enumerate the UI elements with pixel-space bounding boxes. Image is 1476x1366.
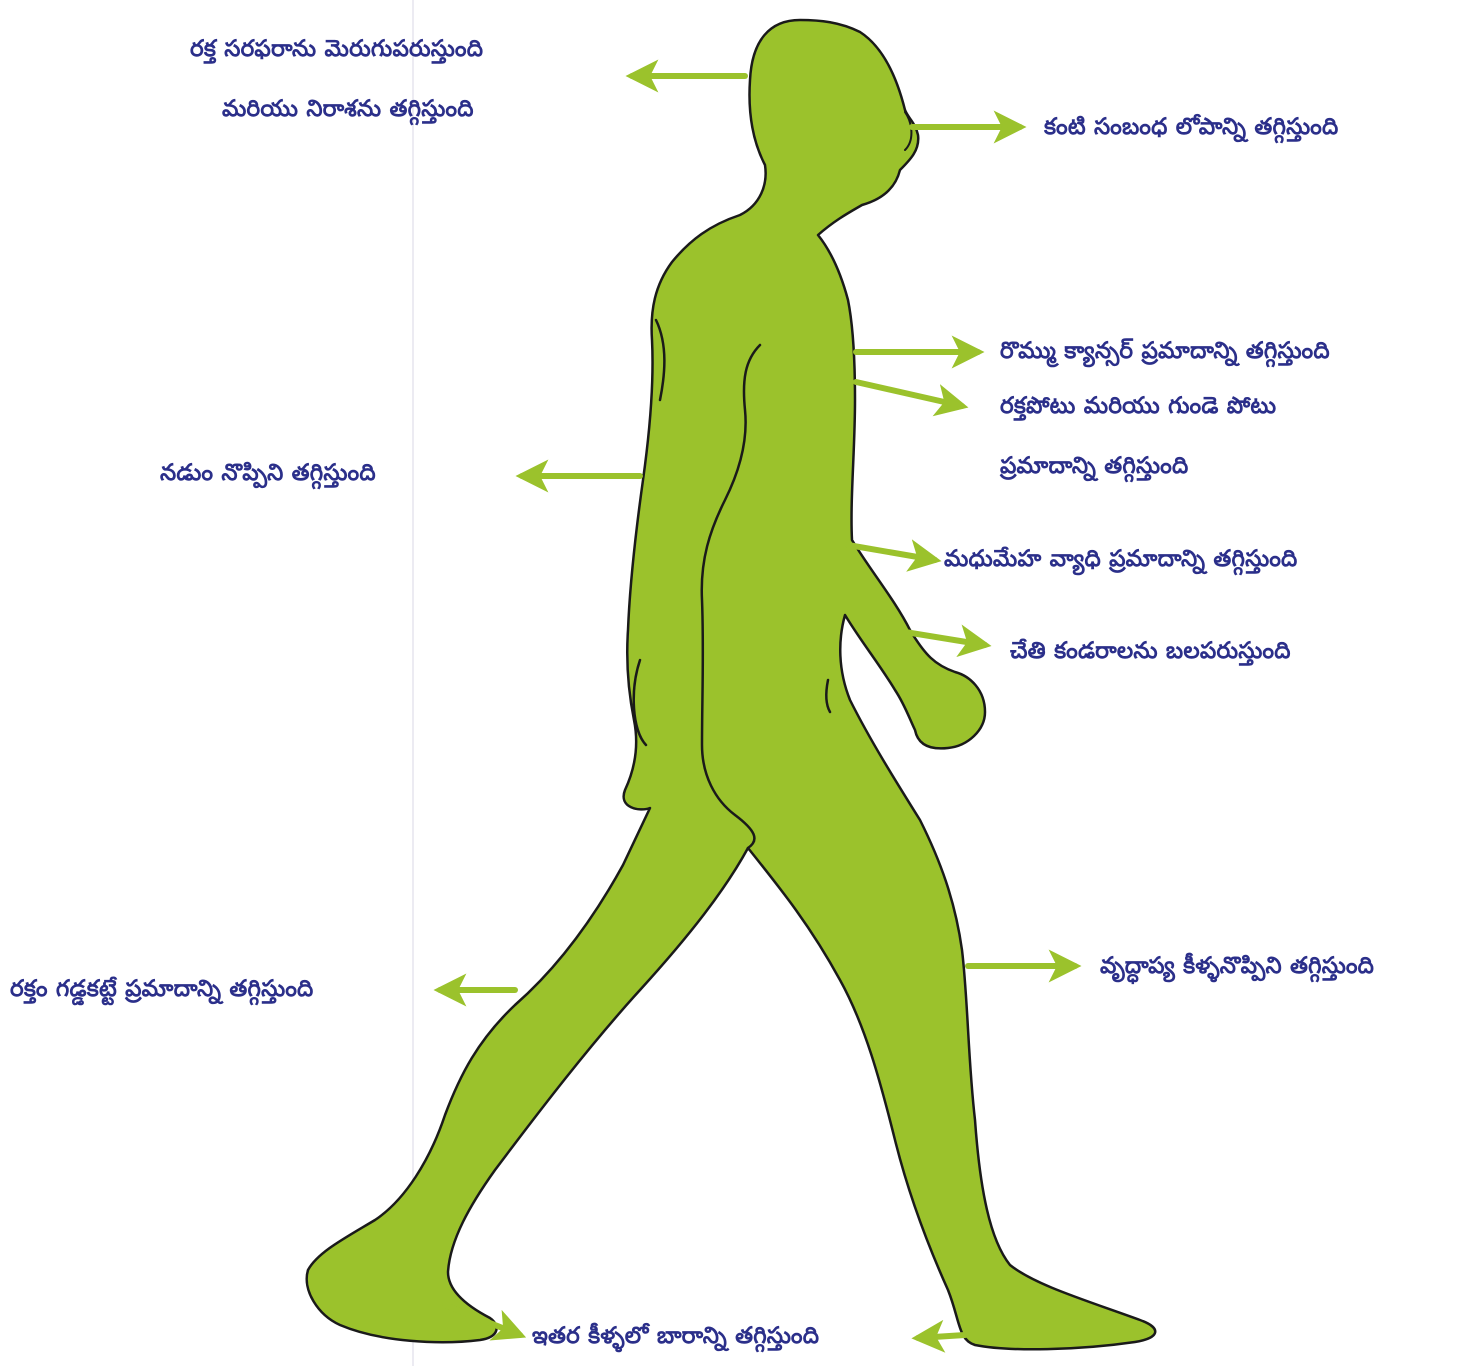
label-blood-clot: రక్తం గడ్డకట్టే ప్రమాదాన్ని తగ్గిస్తుంది xyxy=(10,978,314,1001)
label-arthritis: వృద్ధాప్య కీళ్ళనొప్పిని తగ్గిస్తుంది xyxy=(1100,955,1374,978)
label-hand-muscles: చేతి కండరాలను బలపరుస్తుంది xyxy=(1010,640,1291,663)
arrow-front-foot xyxy=(918,1335,965,1338)
label-blood-circulation-line1: రక్త సరఫరాను మెరుగుపరుస్తుంది xyxy=(190,38,483,61)
label-breast-cancer: రొమ్ము క్యాన్సర్ ప్రమాదాన్ని తగ్గిస్తుంద… xyxy=(1000,340,1330,363)
figure-body xyxy=(307,20,1155,1349)
label-back-pain: నడుం నొప్పిని తగ్గిస్తుంది xyxy=(160,462,376,485)
label-blood-circulation-line2: మరియు నిరాశను తగ్గిస్తుంది xyxy=(222,98,474,121)
label-heart-line2: ప్రమాదాన్ని తగ్గిస్తుంది xyxy=(1000,455,1188,478)
label-diabetes: మధుమేహ వ్యాధి ప్రమాదాన్ని తగ్గిస్తుంది xyxy=(944,548,1298,571)
walking-figure xyxy=(307,20,1155,1349)
arrow-heart xyxy=(856,382,962,406)
label-heart-line1: రక్తపోటు మరియు గుండె పోటు xyxy=(1000,395,1276,418)
label-eye-problems: కంటి సంబంధ లోపాన్ని తగ్గిస్తుంది xyxy=(1044,116,1338,139)
label-joint-load: ఇతర కీళ్ళలో బారాన్ని తగ్గిస్తుంది xyxy=(532,1325,819,1348)
